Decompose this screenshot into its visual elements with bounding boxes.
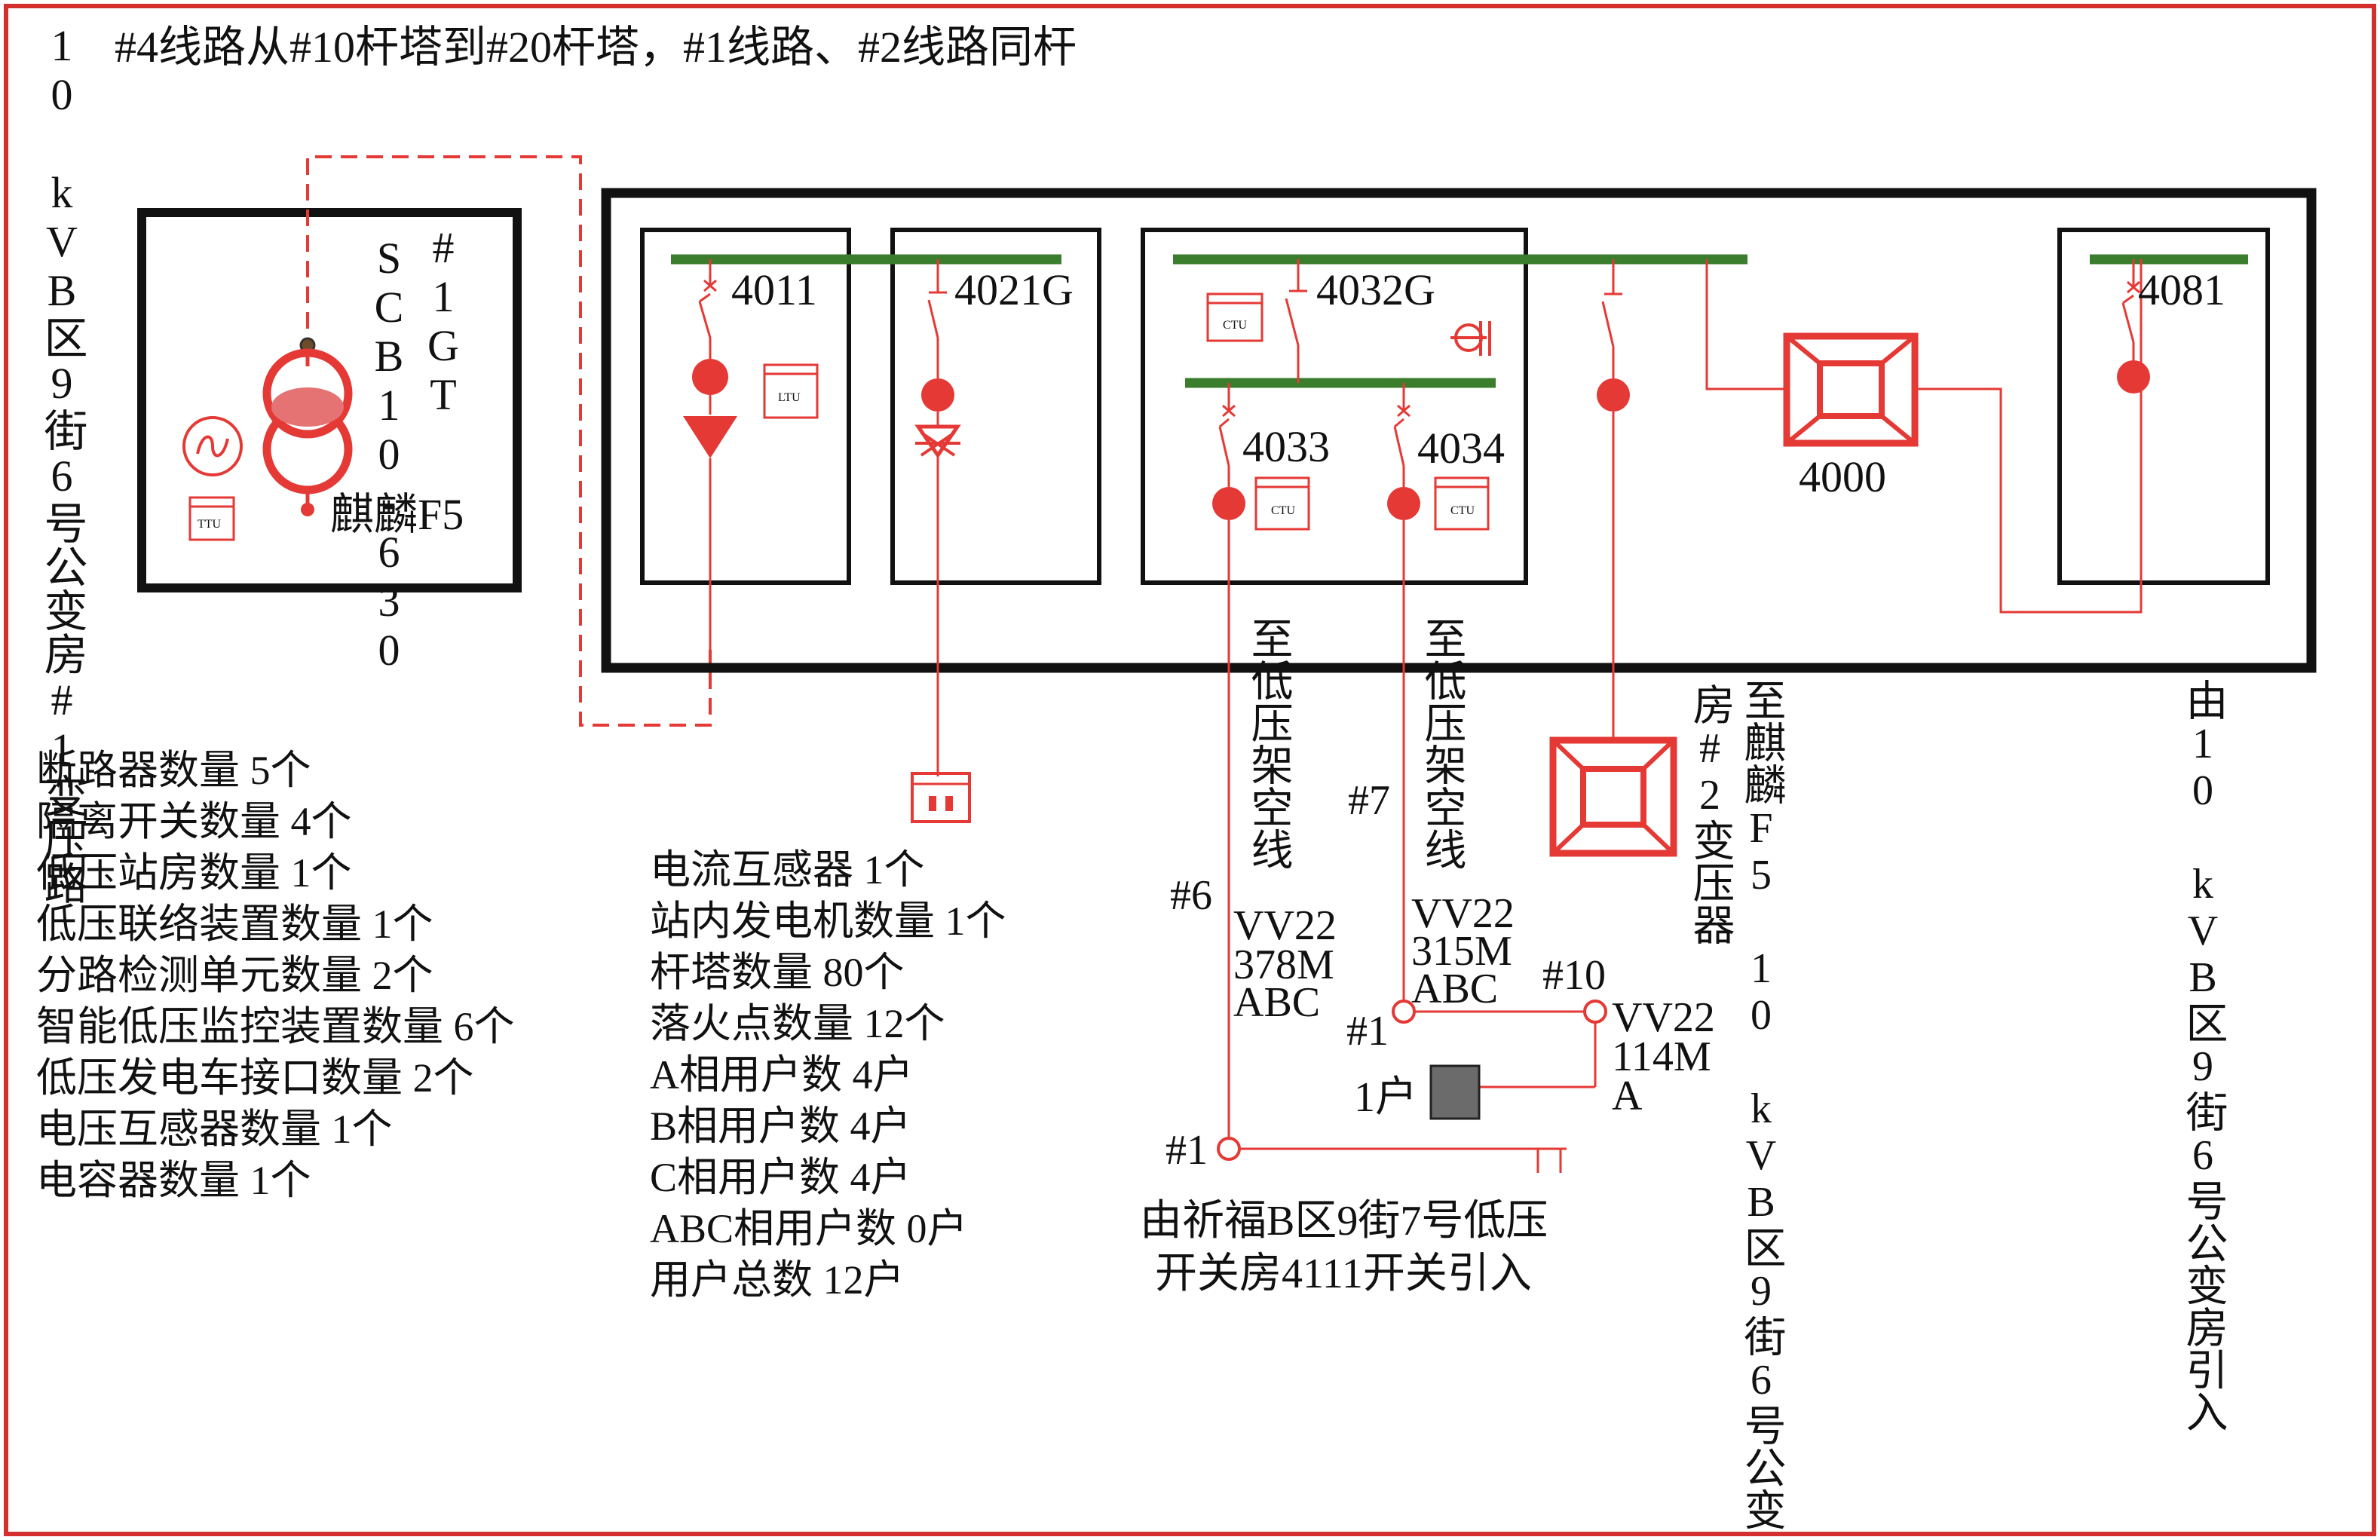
source-line2: 开关房4111开关引入 <box>1155 1251 1532 1297</box>
ttu-label: TTU <box>198 518 222 531</box>
stat-mid-5: B相用户数 4户 <box>650 1104 911 1149</box>
label-4011: 4011 <box>731 265 817 314</box>
transformer-model: SCB10-630 <box>365 234 414 675</box>
stat-mid-2: 杆塔数量 80个 <box>650 950 905 995</box>
transformer-icon <box>262 337 353 516</box>
header-title: #4线路从#10杆塔到#20杆塔，#1线路、#2线路同杆 <box>115 23 1077 72</box>
label-pole-7: #7 <box>1348 777 1390 824</box>
stat-left-2: 低压站房数量 1个 <box>36 850 352 896</box>
stat-left-3: 低压联络装置数量 1个 <box>36 902 433 947</box>
label-4000: 4000 <box>1799 452 1886 501</box>
label-pole-6: #6 <box>1170 872 1212 919</box>
ctu-label-4032G: CTU <box>1223 319 1247 332</box>
ctu-label-4033: CTU <box>1271 504 1295 517</box>
substation-box <box>601 188 2317 673</box>
label-4081: 4081 <box>2138 265 2225 314</box>
label-4021G: 4021G <box>954 265 1074 314</box>
label-from-right: 由10 kVB区9街6号公变房引入 <box>2179 678 2228 1432</box>
cable-b-line2: 315M <box>1411 928 1512 975</box>
cable-a-line2: 378M <box>1233 941 1334 988</box>
feeder-4021G <box>914 259 961 776</box>
ctu-device-4034: CTU <box>1434 476 1490 531</box>
cable-b-line1: VV22 <box>1411 890 1515 937</box>
stat-mid-6: C相用户数 4户 <box>650 1155 911 1200</box>
transformer-room-box <box>137 208 522 592</box>
left-vertical-label: 10 kVB区9街6号公变房#1变压路 <box>38 21 88 905</box>
label-pole-1a: #1 <box>1346 1008 1389 1055</box>
cabinet-4032G <box>1141 228 1528 585</box>
voltage-transformer-icon <box>1450 321 1491 356</box>
cable-a-line3: ABC <box>1233 979 1320 1026</box>
cable-b-line3: ABC <box>1411 966 1498 1012</box>
outer-frame <box>4 4 2376 1536</box>
stat-mid-7: ABC相用户数 0户 <box>650 1206 968 1251</box>
label-to-lv-line-2: 至低压架空线 <box>1418 617 1466 870</box>
generator-icon <box>182 416 243 476</box>
cable-a-line1: VV22 <box>1233 902 1337 949</box>
label-pole-1b: #1 <box>1165 1127 1208 1174</box>
cabinet-4081 <box>2057 228 2270 585</box>
feeder-4011 <box>683 259 737 650</box>
ctu-device-4033: CTU <box>1254 476 1310 531</box>
cable-c-line2: 114M <box>1612 1033 1711 1080</box>
stat-mid-0: 电流互感器 1个 <box>650 847 925 892</box>
stat-left-8: 电容器数量 1个 <box>36 1158 311 1203</box>
stat-mid-3: 落火点数量 12个 <box>650 1001 945 1046</box>
stat-left-5: 智能低压监控装置数量 6个 <box>36 1004 515 1049</box>
label-4034: 4034 <box>1417 424 1505 473</box>
transformer-feeder: 麒麟F5 <box>330 490 464 539</box>
feeder-4034 <box>1387 383 1420 1012</box>
lv-station-icon-4000 <box>1783 332 1919 447</box>
cabinet-4021G <box>890 228 1101 585</box>
dashed-link <box>306 155 712 727</box>
ctu-label-4034: CTU <box>1450 504 1475 517</box>
feeder-4033 <box>1212 383 1245 1149</box>
label-4033: 4033 <box>1242 422 1330 471</box>
stat-mid-8: 用户总数 12户 <box>650 1257 905 1303</box>
feeder-to-qilin <box>1597 259 1630 739</box>
cabinet-4011 <box>640 228 851 585</box>
label-to-qilin-a: 至麒麟F5 10 kVB区9街6号公变 <box>1738 678 1786 1530</box>
generator-interface-icon <box>911 772 971 823</box>
source-line1: 由祈福B区9街7号低压 <box>1140 1198 1548 1245</box>
stat-left-0: 断路器数量 5个 <box>36 748 311 793</box>
label-to-lv-line-1: 至低压架空线 <box>1245 617 1292 870</box>
label-4032G: 4032G <box>1316 265 1435 314</box>
stat-mid-4: A相用户数 4户 <box>650 1052 914 1098</box>
label-one-user: 1户 <box>1354 1074 1417 1121</box>
lv-network <box>1217 1000 1607 1173</box>
feeder-4032G <box>1285 259 1307 383</box>
lv-station-icon-lower <box>1549 736 1677 857</box>
stat-left-1: 隔离开关数量 4个 <box>36 799 352 844</box>
feeder-4081 <box>2117 259 2150 393</box>
label-to-qilin-b: 房#2变压器 <box>1686 683 1734 945</box>
ltu-device: LTU <box>763 363 819 419</box>
ctu-device-4032G: CTU <box>1206 292 1264 342</box>
ttu-device: TTU <box>188 496 235 541</box>
cable-c-line3: A <box>1612 1073 1643 1119</box>
cable-c-line1: VV22 <box>1612 994 1715 1041</box>
transformer-name: #1GT <box>419 223 468 419</box>
stat-left-4: 分路检测单元数量 2个 <box>36 953 433 998</box>
stat-left-7: 电压互感器数量 1个 <box>36 1107 393 1152</box>
tie-line-right <box>1915 259 2143 614</box>
stat-left-6: 低压发电车接口数量 2个 <box>36 1055 474 1101</box>
stat-mid-1: 站内发电机数量 1个 <box>650 899 1006 944</box>
tie-line-left <box>1705 259 1787 390</box>
ltu-label: LTU <box>778 391 801 404</box>
label-pole-10: #10 <box>1542 952 1606 999</box>
